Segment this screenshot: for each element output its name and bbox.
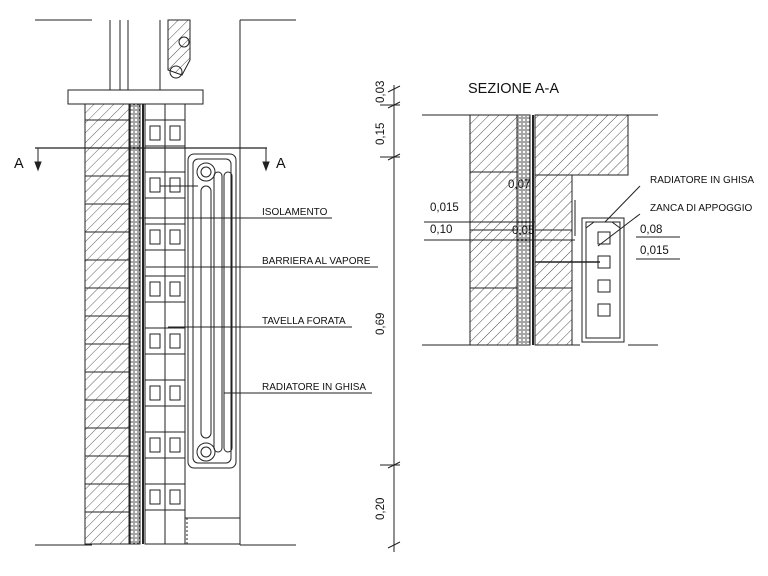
outer-brick-wall [84,103,130,545]
radiator-section [581,217,625,343]
label-barriera: BARRIERA AL VAPORE [262,256,371,267]
dim-069: 0,69 [375,313,387,335]
sec-dim-010: 0,10 [430,224,452,236]
section-label-zanca: ZANCA DI APPOGGIO [650,203,752,214]
radiator-elevation [160,153,237,469]
label-radiatore: RADIATORE IN GHISA [262,382,366,393]
dim-020: 0,20 [375,498,387,520]
sec-dim-0015-right: 0,015 [640,245,669,257]
section-marker-left: A [14,156,24,172]
dim-015: 0,15 [375,123,387,145]
insulation-layer [129,103,141,545]
section-title: SEZIONE A-A [468,81,559,97]
wall-elevation [34,19,401,552]
label-isolamento: ISOLAMENTO [262,207,328,218]
window-sill [67,89,204,105]
brick-courses [85,119,129,513]
window-frame [109,19,241,545]
leader-lines [140,217,378,394]
sec-dim-007: 0,07 [508,179,530,191]
section-marker-right: A [276,156,286,172]
sec-dim-0015-left: 0,015 [430,202,459,214]
dim-003: 0,03 [375,81,387,103]
sec-dim-008: 0,08 [640,224,662,236]
inner-tile-wall [144,103,186,545]
floor-skirting [184,517,241,545]
section-label-radiatore: RADIATORE IN GHISA [650,175,754,186]
vertical-dimension [380,85,401,552]
section-drawing [422,114,680,346]
label-tavella: TAVELLA FORATA [262,316,346,327]
section-cut-line [34,147,270,172]
sec-dim-005: 0,05 [512,225,534,237]
